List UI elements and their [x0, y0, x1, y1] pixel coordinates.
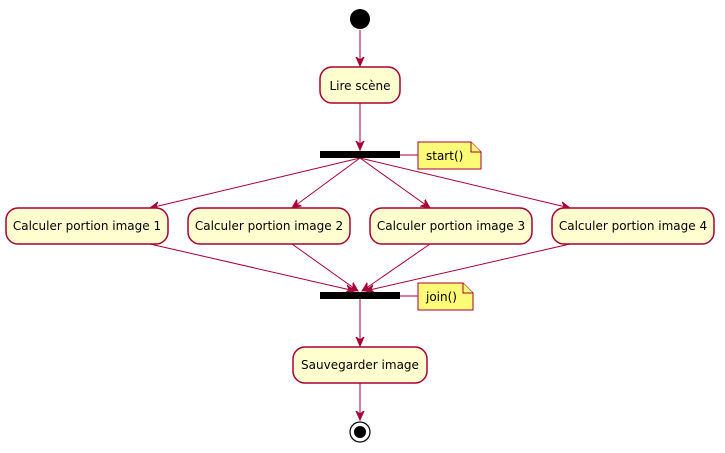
- edge-fork-to-compute-1: [150, 157, 361, 208]
- activity-compute-4-label: Calculer portion image 4: [559, 219, 707, 233]
- activity-compute-1: Calculer portion image 1: [5, 207, 169, 245]
- activity-compute-2-label: Calculer portion image 2: [195, 219, 343, 233]
- edge-fork-to-compute-3: [359, 157, 430, 208]
- note-join-text: join(): [425, 290, 457, 304]
- edge-compute-4-to-join: [365, 243, 571, 291]
- edges: [150, 30, 570, 420]
- activity-compute-3: Calculer portion image 3: [369, 207, 533, 245]
- end-node: [349, 421, 371, 443]
- edge-compute-1-to-join: [149, 243, 355, 291]
- activity-compute-1-label: Calculer portion image 1: [13, 219, 161, 233]
- note-join: join(): [400, 282, 474, 311]
- fork-bar: [320, 151, 400, 158]
- start-node: [350, 9, 370, 29]
- activity-compute-3-label: Calculer portion image 3: [377, 219, 525, 233]
- edge-compute-3-to-join: [362, 243, 431, 291]
- activity-save-image-label: Sauvegarder image: [301, 358, 419, 372]
- join-bar: [320, 292, 400, 299]
- edge-fork-to-compute-4: [359, 157, 570, 208]
- activity-compute-4: Calculer portion image 4: [551, 207, 715, 245]
- activity-save-image: Sauvegarder image: [292, 346, 428, 384]
- note-start: start(): [400, 141, 482, 170]
- edge-fork-to-compute-2: [292, 157, 361, 208]
- edge-compute-2-to-join: [291, 243, 358, 291]
- activity-compute-2: Calculer portion image 2: [187, 207, 351, 245]
- note-start-text: start(): [426, 149, 463, 163]
- activity-read-scene: Lire scène: [319, 66, 401, 104]
- activity-read-scene-label: Lire scène: [329, 79, 390, 93]
